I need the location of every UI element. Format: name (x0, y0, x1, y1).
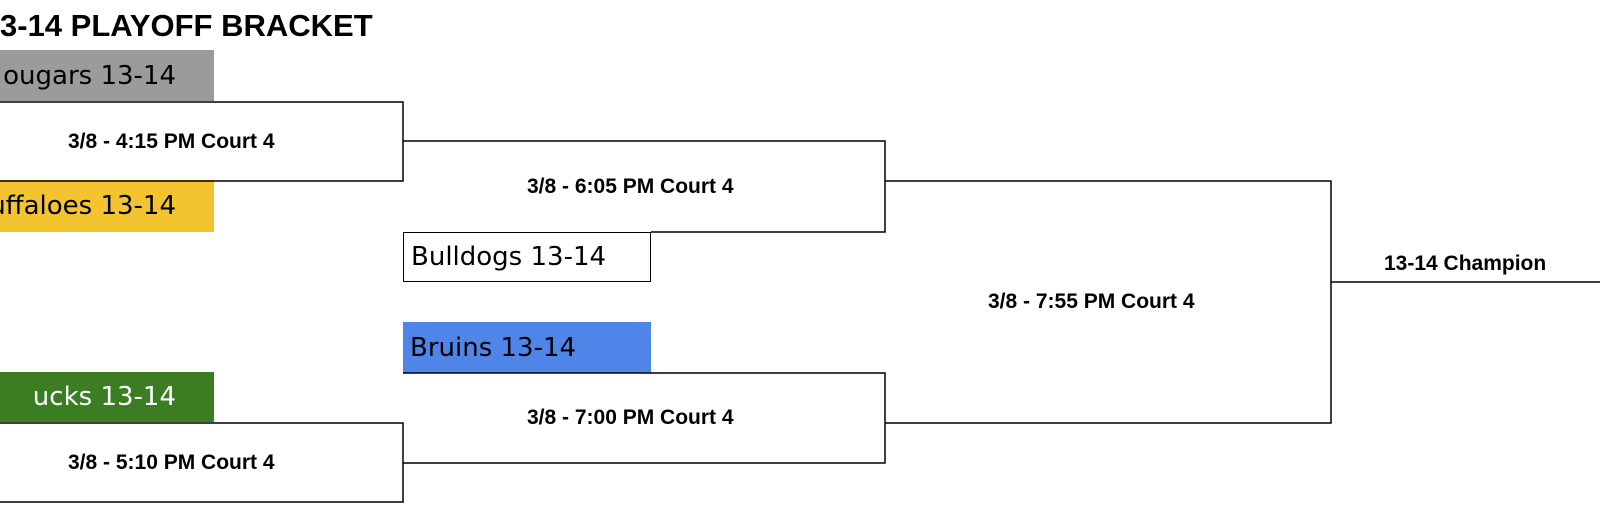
team-cougars-label: ougars 13-14 (3, 60, 176, 91)
game3-bracket-line (403, 140, 886, 233)
team-buffaloes: uffaloes 13-14 (0, 180, 214, 232)
champion-label: 13-14 Champion (1384, 252, 1547, 275)
game3-label: 3/8 - 6:05 PM Court 4 (527, 175, 734, 198)
game5-label: 3/8 - 7:55 PM Court 4 (988, 290, 1195, 313)
game4-bracket-line (403, 372, 886, 464)
team-bruins: Bruins 13-14 (403, 322, 651, 373)
team-cougars: ougars 13-14 (0, 50, 214, 101)
game2-label: 3/8 - 5:10 PM Court 4 (68, 451, 275, 474)
team-bruins-label: Bruins 13-14 (410, 332, 577, 363)
team-bulldogs: Bulldogs 13-14 (403, 232, 651, 282)
team-buffaloes-label: uffaloes 13-14 (0, 191, 176, 221)
game1-label: 3/8 - 4:15 PM Court 4 (68, 130, 275, 153)
game4-label: 3/8 - 7:00 PM Court 4 (527, 406, 734, 429)
team-bucks-label: ucks 13-14 (32, 382, 176, 412)
bracket-title: 3-14 PLAYOFF BRACKET (0, 8, 373, 43)
game5-bracket-line (885, 180, 1332, 424)
team-bucks: ucks 13-14 (0, 372, 214, 422)
team-bulldogs-label: Bulldogs 13-14 (411, 242, 607, 272)
